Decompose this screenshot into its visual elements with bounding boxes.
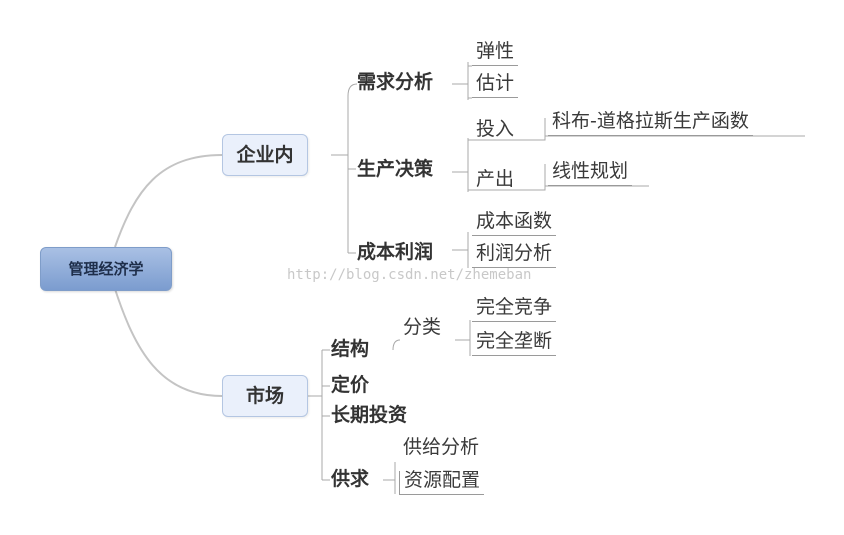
link-demand-items <box>452 62 469 100</box>
subtopic-long-term-investment[interactable]: 长期投资 <box>331 404 408 426</box>
leaf-output[interactable]: 产出 <box>476 168 515 190</box>
watermark-url: http://blog.csdn.net/zhemeban <box>287 267 532 283</box>
leaf-cost-function[interactable]: 成本函数 <box>472 212 557 236</box>
leaf-perfect-competition[interactable]: 完全竞争 <box>472 298 557 322</box>
leaf-classification[interactable]: 分类 <box>403 316 442 338</box>
link-cost-items <box>452 232 469 268</box>
subtopic-demand-analysis[interactable]: 需求分析 <box>357 71 434 93</box>
link-classify-items <box>455 320 471 356</box>
link-structure-classify <box>392 339 401 351</box>
subtopic-production-decision[interactable]: 生产决策 <box>357 158 434 180</box>
leaf-supply-analysis[interactable]: 供给分析 <box>403 436 480 458</box>
leaf-monopoly[interactable]: 完全垄断 <box>472 332 557 356</box>
link-root-firm <box>114 154 223 248</box>
subtopic-supply-demand[interactable]: 供求 <box>331 468 370 490</box>
link-output-detail <box>468 164 649 191</box>
leaf-cobb-douglas[interactable]: 科布-道格拉斯生产函数 <box>548 112 753 136</box>
link-root-market <box>114 288 223 397</box>
link-production-items <box>452 138 469 192</box>
leaf-estimation[interactable]: 估计 <box>472 74 519 98</box>
link-input-detail <box>468 118 805 141</box>
leaf-resource-allocation[interactable]: 资源配置 <box>399 471 485 495</box>
leaf-elasticity[interactable]: 弹性 <box>472 42 519 66</box>
leaf-profit-analysis[interactable]: 利润分析 <box>472 244 557 268</box>
topic-market[interactable]: 市场 <box>222 375 308 417</box>
link-supply-items <box>383 462 396 494</box>
subtopic-cost-profit[interactable]: 成本利润 <box>357 241 434 263</box>
leaf-input[interactable]: 投入 <box>476 118 515 140</box>
link-demand <box>347 83 358 97</box>
leaf-linear-programming[interactable]: 线性规划 <box>548 162 633 186</box>
root-node[interactable]: 管理经济学 <box>40 247 172 291</box>
subtopic-pricing[interactable]: 定价 <box>331 374 370 396</box>
subtopic-structure[interactable]: 结构 <box>331 338 370 360</box>
topic-firm[interactable]: 企业内 <box>222 134 308 176</box>
